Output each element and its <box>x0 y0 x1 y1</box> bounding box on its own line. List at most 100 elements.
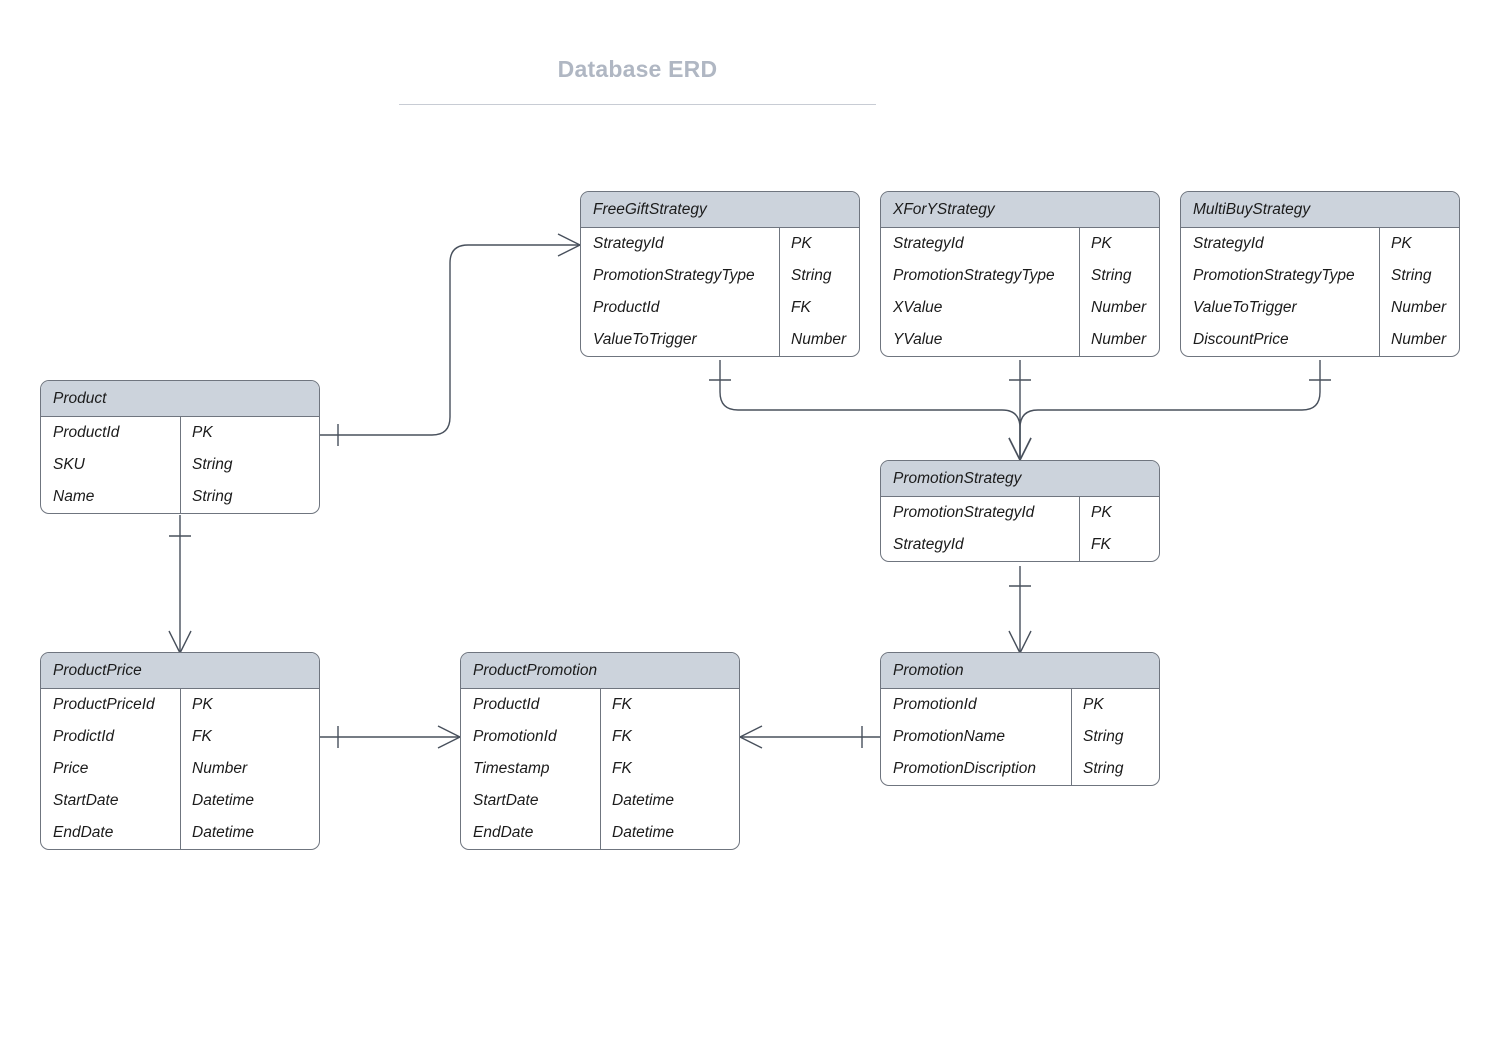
attribute-row: StrategyId PK <box>881 228 1159 260</box>
attribute-row: ProductId PK <box>41 417 319 449</box>
attribute-name: PromotionName <box>893 728 1005 745</box>
attribute-type: Number <box>1379 292 1459 324</box>
entity-header-product: Product <box>41 381 319 417</box>
attribute-type: FK <box>180 721 319 753</box>
attribute-name: StrategyId <box>593 235 664 252</box>
entity-xforystrategy[interactable]: XForYStrategy StrategyId PK PromotionStr… <box>880 191 1160 357</box>
attribute-row: ValueToTrigger Number <box>581 324 859 356</box>
entity-promotion[interactable]: Promotion PromotionId PK PromotionName S… <box>880 652 1160 786</box>
cardinality-many-crowfoot <box>1008 437 1032 461</box>
entity-header-productprice: ProductPrice <box>41 653 319 689</box>
attribute-row: EndDate Datetime <box>41 817 319 849</box>
attribute-type: String <box>1071 753 1159 785</box>
attribute-row: StrategyId FK <box>881 529 1159 561</box>
attribute-name: Name <box>53 488 95 505</box>
attribute-row: PromotionDiscription String <box>881 753 1159 785</box>
attribute-row: PromotionStrategyType String <box>1181 260 1459 292</box>
attribute-name: ProductPriceId <box>53 696 155 713</box>
entity-productpromotion[interactable]: ProductPromotion ProductId FK PromotionI… <box>460 652 740 850</box>
relationship-productpromotion-promotion <box>739 725 880 749</box>
attribute-type: Number <box>779 324 859 356</box>
cardinality-many-crowfoot <box>1008 437 1032 461</box>
attribute-type: String <box>779 260 859 292</box>
entity-promotionstrategy[interactable]: PromotionStrategy PromotionStrategyId PK… <box>880 460 1160 562</box>
attribute-name: PromotionDiscription <box>893 760 1036 777</box>
attribute-name: StrategyId <box>893 536 964 553</box>
entity-body-promotionstrategy: PromotionStrategyId PK StrategyId FK <box>881 497 1159 561</box>
attribute-name: Timestamp <box>473 760 550 777</box>
attribute-name: PromotionStrategyType <box>893 267 1055 284</box>
relationship-product-freegiftstrategy <box>320 233 581 446</box>
attribute-row: StrategyId PK <box>581 228 859 260</box>
attribute-type: String <box>180 481 319 513</box>
attribute-type: Datetime <box>600 817 739 849</box>
attribute-name: PromotionId <box>473 728 557 745</box>
entity-product[interactable]: Product ProductId PK SKU String Name Str… <box>40 380 320 514</box>
cardinality-many-crowfoot <box>1008 630 1032 654</box>
entity-title: ProductPrice <box>53 661 142 679</box>
attribute-row: PromotionStrategyType String <box>881 260 1159 292</box>
attribute-type: Datetime <box>600 785 739 817</box>
attribute-type: PK <box>180 689 319 721</box>
attribute-name: DiscountPrice <box>1193 331 1289 348</box>
attribute-type: FK <box>600 689 739 721</box>
attribute-type: FK <box>779 292 859 324</box>
entity-title: PromotionStrategy <box>893 469 1022 487</box>
entity-body-xforystrategy: StrategyId PK PromotionStrategyType Stri… <box>881 228 1159 356</box>
attribute-row: ProductId FK <box>461 689 739 721</box>
attribute-row: ProductId FK <box>581 292 859 324</box>
entity-body-product: ProductId PK SKU String Name String <box>41 417 319 513</box>
attribute-row: PromotionId PK <box>881 689 1159 721</box>
entity-body-multibuystrategy: StrategyId PK PromotionStrategyType Stri… <box>1181 228 1459 356</box>
attribute-type: Datetime <box>180 785 319 817</box>
entity-header-promotionstrategy: PromotionStrategy <box>881 461 1159 497</box>
attribute-type: FK <box>1079 529 1159 561</box>
attribute-row: StrategyId PK <box>1181 228 1459 260</box>
attribute-type: PK <box>779 228 859 260</box>
attribute-type: PK <box>180 417 319 449</box>
cardinality-many-crowfoot <box>557 233 581 257</box>
entity-title: Promotion <box>893 661 964 679</box>
attribute-row: YValue Number <box>881 324 1159 356</box>
attribute-row: DiscountPrice Number <box>1181 324 1459 356</box>
attribute-type: FK <box>600 753 739 785</box>
attribute-type: PK <box>1079 228 1159 260</box>
attribute-row: SKU String <box>41 449 319 481</box>
relationship-freegiftstrategy-promotionstrategy <box>709 360 1032 461</box>
entity-freegiftstrategy[interactable]: FreeGiftStrategy StrategyId PK Promotion… <box>580 191 860 357</box>
attribute-row: Price Number <box>41 753 319 785</box>
entity-title: XForYStrategy <box>893 200 995 218</box>
attribute-name: XValue <box>893 299 943 316</box>
attribute-type: Datetime <box>180 817 319 849</box>
attribute-type: PK <box>1079 497 1159 529</box>
attribute-type: Number <box>180 753 319 785</box>
entity-header-xforystrategy: XForYStrategy <box>881 192 1159 228</box>
entity-header-freegiftstrategy: FreeGiftStrategy <box>581 192 859 228</box>
attribute-row: Name String <box>41 481 319 513</box>
attribute-type: PK <box>1379 228 1459 260</box>
attribute-name: ProductId <box>53 424 120 441</box>
cardinality-many-crowfoot <box>739 725 763 749</box>
attribute-row: Timestamp FK <box>461 753 739 785</box>
cardinality-many-crowfoot <box>437 725 461 749</box>
relationship-productprice-productpromotion <box>320 725 461 749</box>
attribute-name: StrategyId <box>893 235 964 252</box>
entity-title: ProductPromotion <box>473 661 598 679</box>
attribute-name: YValue <box>893 331 943 348</box>
entity-multibuystrategy[interactable]: MultiBuyStrategy StrategyId PK Promotion… <box>1180 191 1460 357</box>
attribute-type: String <box>180 449 319 481</box>
attribute-row: PromotionStrategyType String <box>581 260 859 292</box>
attribute-type: Number <box>1379 324 1459 356</box>
attribute-type: String <box>1079 260 1159 292</box>
entity-body-productprice: ProductPriceId PK ProdictId FK Price Num… <box>41 689 319 849</box>
attribute-name: ValueToTrigger <box>593 331 697 348</box>
attribute-row: StartDate Datetime <box>41 785 319 817</box>
attribute-type: FK <box>600 721 739 753</box>
cardinality-many-crowfoot <box>168 630 192 654</box>
attribute-name: PromotionId <box>893 696 977 713</box>
entity-productprice[interactable]: ProductPrice ProductPriceId PK ProdictId… <box>40 652 320 850</box>
attribute-name: PromotionStrategyId <box>893 504 1035 521</box>
attribute-row: PromotionName String <box>881 721 1159 753</box>
